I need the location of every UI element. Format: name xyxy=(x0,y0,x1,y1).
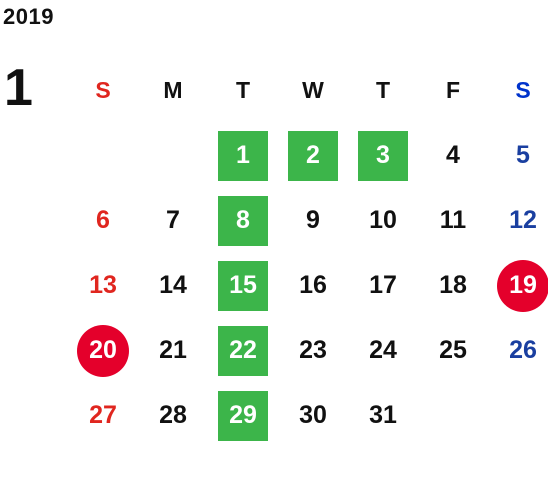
day-cell-3[interactable]: 3 xyxy=(348,123,418,188)
day-cell-13[interactable]: 13 xyxy=(68,253,138,318)
day-number: 2 xyxy=(306,141,320,169)
weekday-header-thu: T xyxy=(375,77,391,103)
day-cell-empty xyxy=(418,383,488,448)
day-cell-empty xyxy=(488,383,548,448)
day-cell-28[interactable]: 28 xyxy=(138,383,208,448)
day-cell-9[interactable]: 9 xyxy=(278,188,348,253)
day-cell-5[interactable]: 5 xyxy=(488,123,548,188)
weekday-header-mon: M xyxy=(163,77,183,103)
day-cell-8[interactable]: 8 xyxy=(208,188,278,253)
day-cell-31[interactable]: 31 xyxy=(348,383,418,448)
day-number: 18 xyxy=(439,271,467,299)
day-cell-empty xyxy=(138,123,208,188)
day-number: 26 xyxy=(509,336,537,364)
day-cell-10[interactable]: 10 xyxy=(348,188,418,253)
year-label: 2019 xyxy=(3,4,54,29)
day-number: 11 xyxy=(439,206,467,234)
day-number: 29 xyxy=(229,401,257,429)
day-number: 6 xyxy=(96,206,110,234)
day-number: 10 xyxy=(369,206,397,234)
day-number: 8 xyxy=(236,206,250,234)
day-number: 30 xyxy=(299,401,327,429)
day-cell-27[interactable]: 27 xyxy=(68,383,138,448)
weekday-header-wed: W xyxy=(302,77,324,103)
day-number: 27 xyxy=(89,401,117,429)
day-number: 21 xyxy=(159,336,187,364)
weekday-header-sun: S xyxy=(95,77,111,103)
day-cell-23[interactable]: 23 xyxy=(278,318,348,383)
day-cell-20[interactable]: 20 xyxy=(68,318,138,383)
day-number: 17 xyxy=(369,271,397,299)
day-cell-7[interactable]: 7 xyxy=(138,188,208,253)
day-number: 15 xyxy=(229,271,257,299)
day-cell-24[interactable]: 24 xyxy=(348,318,418,383)
day-cell-6[interactable]: 6 xyxy=(68,188,138,253)
day-number: 20 xyxy=(89,336,117,364)
day-cell-29[interactable]: 29 xyxy=(208,383,278,448)
day-cell-1[interactable]: 1 xyxy=(208,123,278,188)
day-cell-15[interactable]: 15 xyxy=(208,253,278,318)
day-number: 23 xyxy=(299,336,327,364)
weekday-header-fri: F xyxy=(445,77,461,103)
day-cell-2[interactable]: 2 xyxy=(278,123,348,188)
day-number: 4 xyxy=(446,141,460,169)
day-number: 31 xyxy=(369,401,397,429)
weekday-header-sat: S xyxy=(515,77,531,103)
day-number: 1 xyxy=(236,141,250,169)
day-cell-12[interactable]: 12 xyxy=(488,188,548,253)
day-cell-21[interactable]: 21 xyxy=(138,318,208,383)
day-cell-30[interactable]: 30 xyxy=(278,383,348,448)
day-number: 16 xyxy=(299,271,327,299)
day-number: 22 xyxy=(229,336,257,364)
day-cell-16[interactable]: 16 xyxy=(278,253,348,318)
day-number: 5 xyxy=(516,141,530,169)
day-cell-4[interactable]: 4 xyxy=(418,123,488,188)
day-number: 7 xyxy=(166,206,180,234)
day-number: 19 xyxy=(509,271,537,299)
day-number: 25 xyxy=(439,336,467,364)
day-cell-17[interactable]: 17 xyxy=(348,253,418,318)
day-number: 13 xyxy=(89,271,117,299)
day-number: 28 xyxy=(159,401,187,429)
day-number: 3 xyxy=(376,141,390,169)
day-cell-26[interactable]: 26 xyxy=(488,318,548,383)
month-label: 1 xyxy=(4,59,33,117)
day-cell-empty xyxy=(68,123,138,188)
day-number: 14 xyxy=(159,271,187,299)
day-cell-11[interactable]: 11 xyxy=(418,188,488,253)
day-number: 12 xyxy=(509,206,537,234)
weekday-header-tue: T xyxy=(235,77,251,103)
day-cell-25[interactable]: 25 xyxy=(418,318,488,383)
day-cell-22[interactable]: 22 xyxy=(208,318,278,383)
day-number: 9 xyxy=(306,206,320,234)
day-cell-19[interactable]: 19 xyxy=(488,253,548,318)
day-cell-14[interactable]: 14 xyxy=(138,253,208,318)
day-number: 24 xyxy=(369,336,397,364)
day-cell-18[interactable]: 18 xyxy=(418,253,488,318)
